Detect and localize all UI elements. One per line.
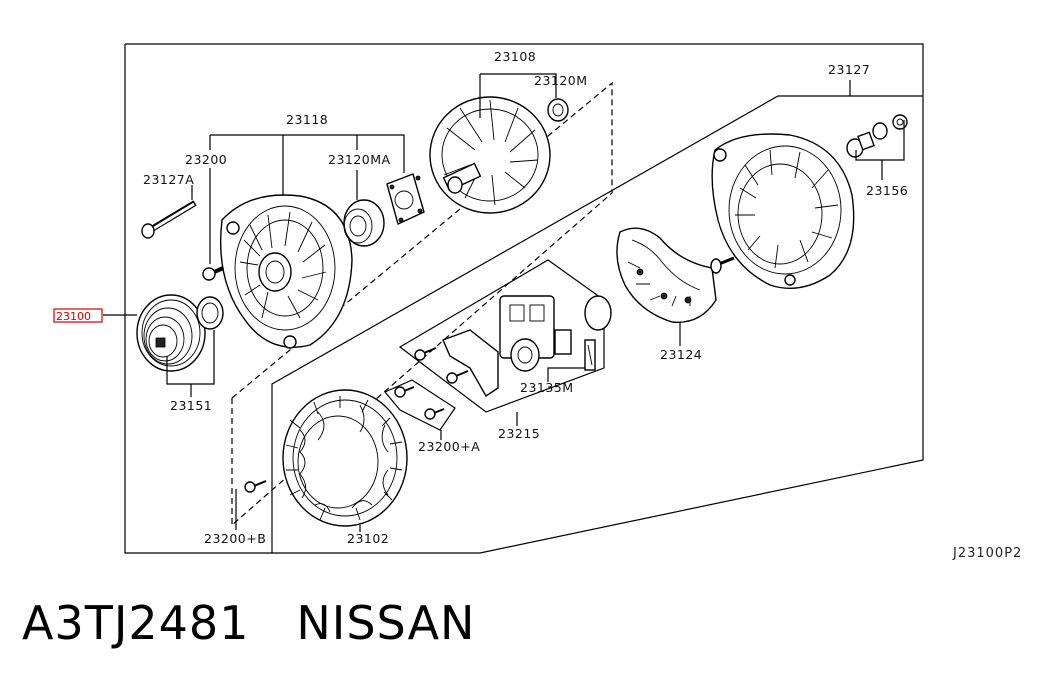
front-bracket-part [219, 194, 353, 349]
brand-name: NISSAN [296, 596, 476, 650]
rectifier-part [616, 227, 735, 324]
label-23200-b: 23200+B [204, 531, 266, 546]
highlight-box-23100 [53, 308, 103, 323]
rear-cover-part [711, 133, 855, 290]
part-caption: A3TJ2481 NISSAN [22, 596, 475, 650]
label-23120ma: 23120MA [328, 152, 391, 167]
rotor-part [429, 96, 569, 214]
leader-lines [103, 73, 905, 532]
label-23124: 23124 [660, 347, 702, 362]
label-23100[interactable]: 23100 [56, 310, 91, 323]
bearing-part [343, 199, 385, 247]
label-23135m: 23135M [520, 380, 574, 395]
label-23215: 23215 [498, 426, 540, 441]
stator-part [244, 389, 408, 527]
diagram-reference-code: J23100P2 [952, 546, 1022, 561]
through-bolt-part [141, 200, 197, 239]
label-23102: 23102 [347, 531, 389, 546]
alternator-exploded-diagram: 23108 23120M 23127 23118 23200 23120MA 2… [53, 43, 1022, 561]
label-23108: 23108 [494, 49, 536, 64]
label-23120m: 23120M [534, 73, 588, 88]
pulley-part [136, 294, 224, 372]
label-23127: 23127 [828, 62, 870, 77]
label-23127a: 23127A [143, 172, 194, 187]
part-number: A3TJ2481 [22, 596, 250, 650]
label-23200-a: 23200+A [418, 439, 480, 454]
label-23200: 23200 [185, 152, 227, 167]
brush-holder-part [414, 295, 612, 397]
retainer-plate-part [386, 173, 425, 225]
label-23118: 23118 [286, 112, 328, 127]
screw-set-part [384, 379, 456, 431]
brush-holder-frame [398, 259, 605, 413]
label-23156: 23156 [866, 183, 908, 198]
label-23151: 23151 [170, 398, 212, 413]
